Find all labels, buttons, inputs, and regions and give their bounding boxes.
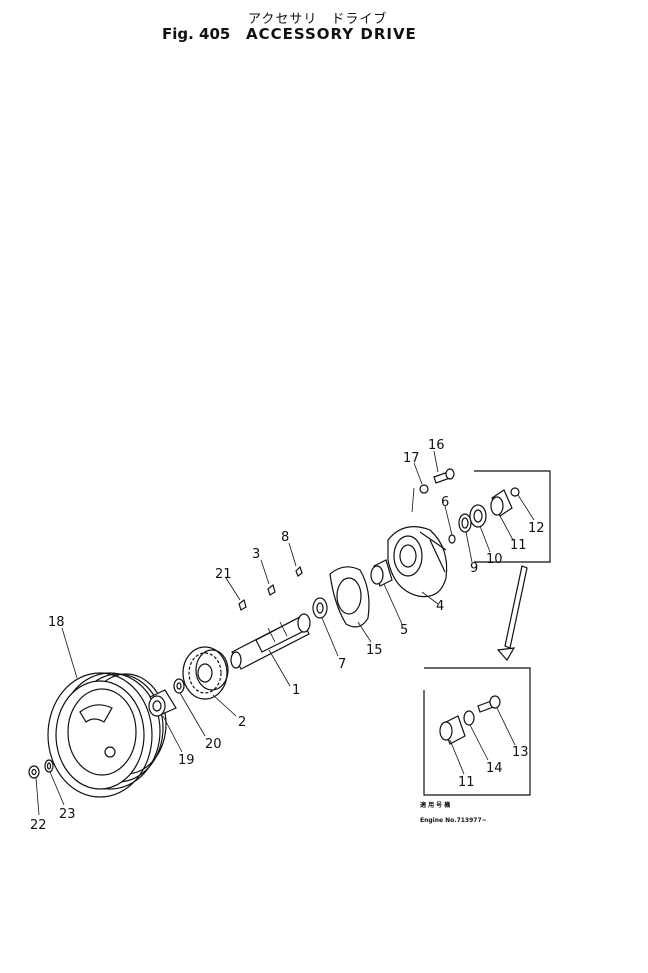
callout-7: 7	[338, 657, 346, 672]
callout-14: 14	[486, 761, 503, 776]
key-part	[267, 583, 276, 596]
bushing-part	[370, 559, 393, 587]
applicability-note-jp: 適 用 号 機	[420, 801, 450, 809]
callout-17: 17	[403, 451, 420, 466]
gasket-part	[329, 566, 370, 628]
bolt-part	[433, 468, 455, 484]
leader-lines	[35, 450, 535, 816]
callout-21: 21	[215, 567, 232, 582]
callout-8: 8	[281, 530, 289, 545]
callout-9: 9	[470, 561, 478, 576]
plug-part	[448, 534, 456, 544]
callout-20: 20	[205, 737, 222, 752]
callout-12: 12	[528, 521, 545, 536]
washer-part	[419, 484, 429, 494]
callout-13: 13	[512, 745, 529, 760]
callout-16: 16	[428, 438, 445, 453]
callout-3: 3	[252, 547, 260, 562]
inset-box-top	[474, 470, 551, 563]
spacer-part	[148, 689, 177, 717]
figure-number: Fig. 405	[162, 25, 231, 43]
callout-5: 5	[400, 623, 408, 638]
callout-19: 19	[178, 753, 195, 768]
shaft-part	[230, 613, 311, 670]
callout-11-inset: 11	[458, 775, 475, 790]
key-part	[238, 598, 247, 611]
callout-1: 1	[292, 683, 300, 698]
callout-10: 10	[486, 552, 503, 567]
housing-part	[387, 526, 448, 598]
nut-part	[28, 765, 40, 779]
inset-box-bottom	[423, 667, 531, 796]
callout-2: 2	[238, 715, 246, 730]
title-japanese: アクセサリ ドライブ	[248, 12, 388, 27]
callout-23: 23	[59, 807, 76, 822]
figure-title: ACCESSORY DRIVE	[246, 25, 417, 43]
reference-arrow	[496, 565, 528, 662]
callout-11: 11	[510, 538, 527, 553]
washer-part	[458, 513, 472, 533]
callout-22: 22	[30, 818, 47, 833]
callout-4: 4	[436, 599, 444, 614]
gear-part	[182, 646, 229, 700]
washer-part	[44, 759, 54, 773]
callout-6: 6	[441, 495, 449, 510]
seal-part	[469, 504, 487, 528]
leader-line	[411, 487, 415, 513]
applicability-note-engine: Engine No.713977~	[420, 817, 487, 824]
washer-part	[173, 678, 185, 694]
callout-18: 18	[48, 615, 65, 630]
callout-15: 15	[366, 643, 383, 658]
pulley-part	[47, 672, 167, 798]
seal-ring-part	[312, 597, 328, 619]
key-part	[295, 565, 303, 577]
